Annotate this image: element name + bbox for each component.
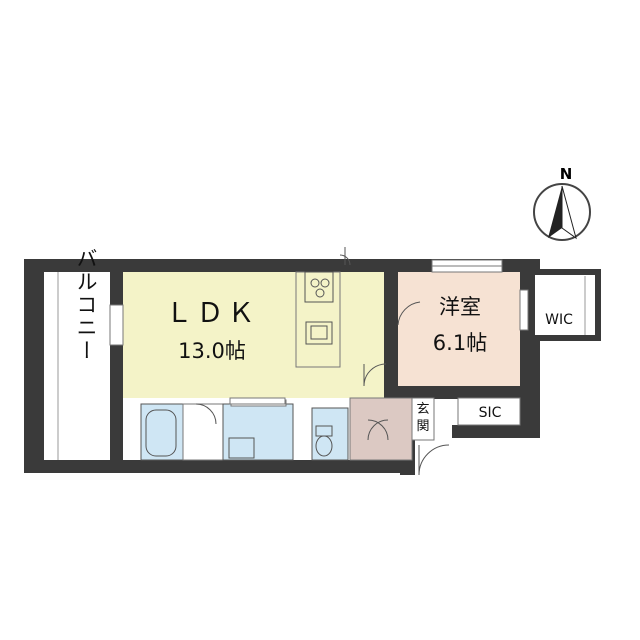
ldk-room [123,272,384,398]
entrance-label-top: 玄 [416,402,429,417]
bathtub-icon [145,409,177,457]
bedroom-room [398,272,520,386]
ldk-label: ＬＤＫ [166,298,259,329]
entrance-label-bottom: 関 [416,419,429,434]
compass: N [533,165,591,241]
north-arrow-icon [548,186,562,238]
entrance-genkan [411,397,435,441]
washbasin-icon [228,437,255,459]
wic-room [529,269,601,341]
balcony [44,272,110,460]
bathroom [123,398,351,461]
compass-label: N [560,165,573,183]
stove-icon [304,271,334,303]
sic-label: SIC [479,405,502,421]
toilet-icon [315,435,333,457]
entrance-hall [349,397,413,461]
balcony-label: バルコニー [74,248,98,363]
sink-icon [305,321,333,345]
sic-room [457,397,521,426]
wic-label: WIC [545,312,573,328]
windows [109,259,529,405]
bedroom-size: 6.1帖 [433,331,487,355]
bedroom-label: 洋室 [439,295,481,319]
toilet [311,407,349,461]
door-swings [195,247,450,476]
ldk-size: 13.0帖 [178,339,246,363]
